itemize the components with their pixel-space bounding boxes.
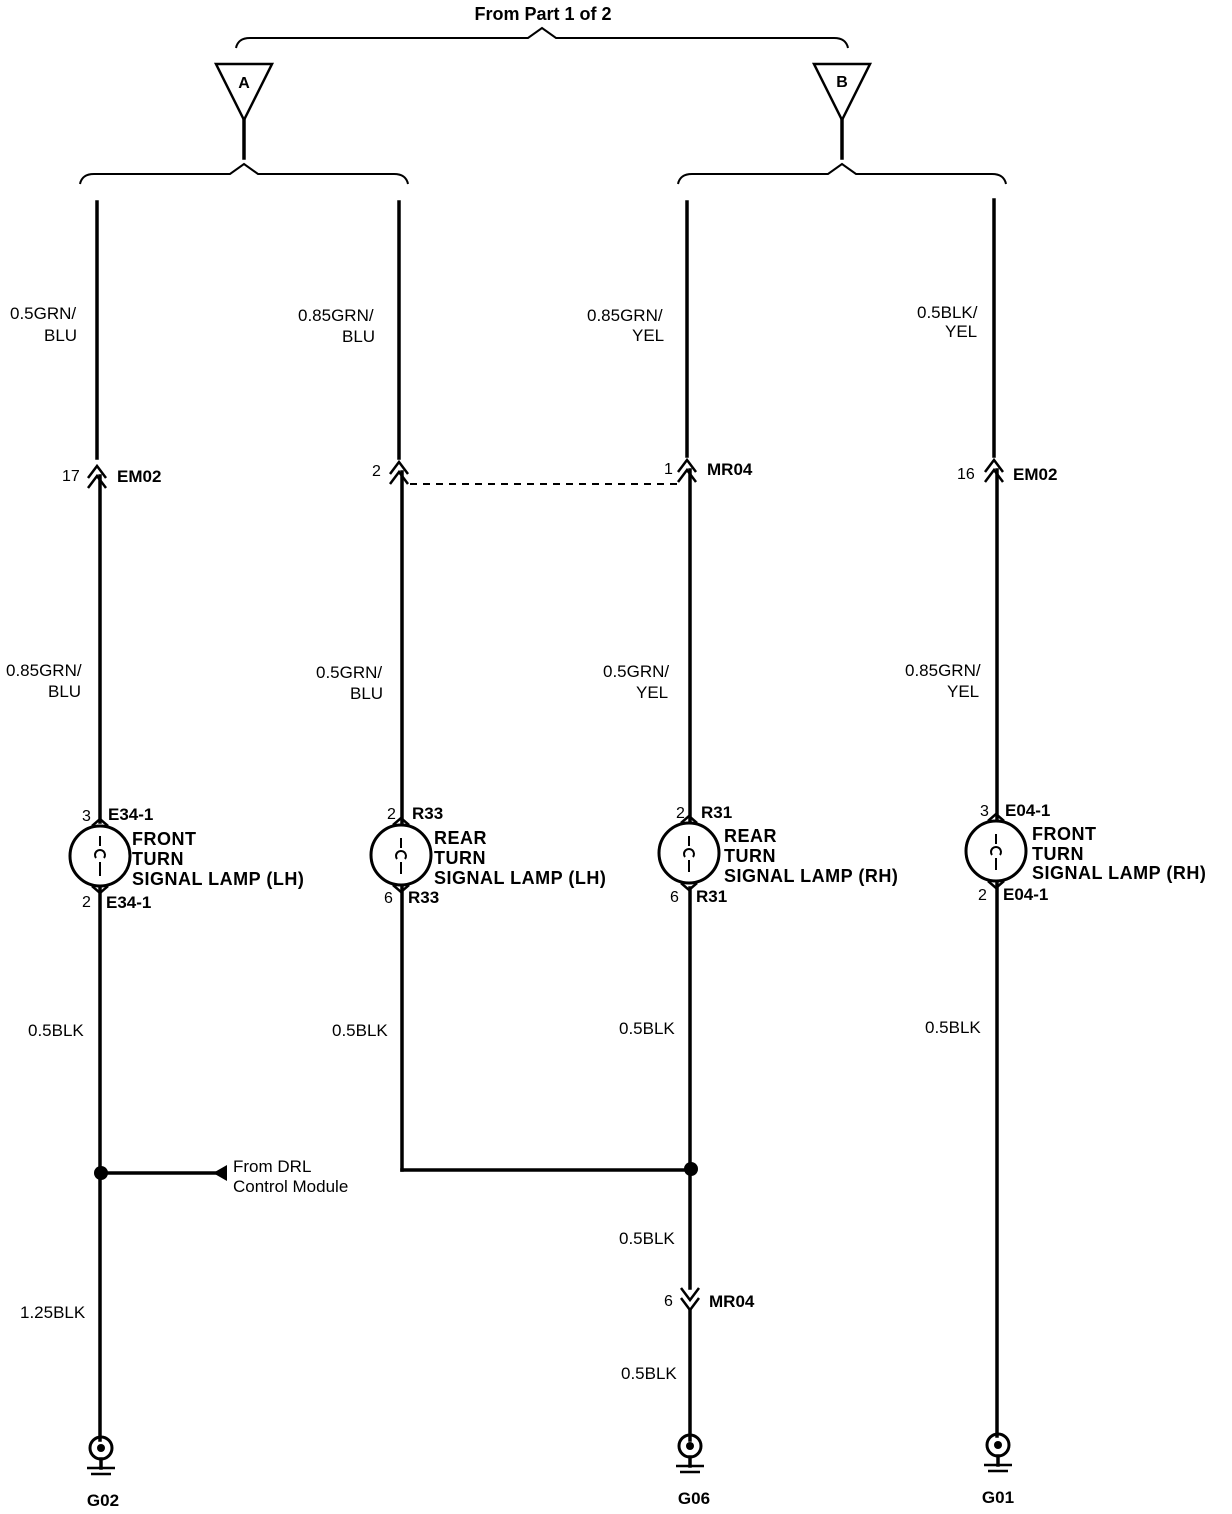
circuit-rear-lh [389,200,692,1172]
wire-label: 0.85GRN/ [587,306,663,325]
wire-label: BLU [48,682,81,701]
wire-label: 1.25BLK [20,1303,86,1322]
pin-number: 2 [978,887,987,904]
splice-point [684,1162,698,1176]
pin-number: 17 [62,468,80,485]
wire-label: 0.5BLK [925,1018,981,1037]
pin-number: 3 [82,808,91,825]
wire-label: 0.85GRN/ [905,661,981,680]
component-label: FRONT [132,829,197,849]
bulb-icon [369,816,433,894]
pin-number: 6 [664,1293,673,1310]
wire-label: 0.5BLK/ [917,303,978,322]
bulb-icon [68,817,132,895]
bulb-icon [657,814,721,892]
pin-number: 16 [957,466,975,483]
arrow-icon [213,1165,227,1181]
circuit-front-rh [984,198,1004,1438]
component-label: TURN [724,846,776,866]
brace-a [79,162,409,185]
connector-label: EM02 [117,467,161,486]
wire-label: YEL [636,683,668,702]
component-label: TURN [434,848,486,868]
wire-label: 0.5GRN/ [316,663,382,682]
terminal-a: A [213,62,275,160]
connector-label: R31 [701,803,732,822]
diagram-title: From Part 1 of 2 [474,4,611,24]
wire-label: 0.85GRN/ [6,661,82,680]
connector-label: R33 [412,804,443,823]
connector-label: MR04 [709,1292,755,1311]
ground-icon [676,1433,704,1474]
wire-label: 0.5BLK [621,1364,677,1383]
connector-label: R31 [696,887,727,906]
connector-label: E04-1 [1003,885,1048,904]
ground-icon [984,1432,1012,1473]
connector-label: EM02 [1013,465,1057,484]
connector-label: E34-1 [108,805,153,824]
connector-label: R33 [408,888,439,907]
ground-label: G06 [678,1489,710,1508]
component-label: FRONT [1032,824,1097,844]
wire-label: YEL [632,326,664,345]
wire-label: BLU [350,684,383,703]
wire-label: BLU [342,327,375,346]
wire-label: 0.5BLK [619,1019,675,1038]
pin-number: 6 [384,890,393,907]
component-label: TURN [132,849,184,869]
wire-label: YEL [945,322,977,341]
wire-label: 0.5GRN/ [10,304,76,323]
wire-label: 0.5GRN/ [603,662,669,681]
wire-label: YEL [947,682,979,701]
bulb-icon [964,812,1028,890]
ground-label: G02 [87,1491,119,1510]
pin-number: 3 [980,803,989,820]
pin-number: 2 [676,805,685,822]
drl-label: From DRL [233,1157,311,1176]
wire-label: 0.5BLK [619,1229,675,1248]
ground-icon [87,1435,115,1476]
connector-label: E34-1 [106,893,151,912]
component-label: REAR [434,828,487,848]
top-brace [235,26,849,49]
wire-label: 0.5BLK [332,1021,388,1040]
brace-b [677,162,1007,185]
component-label: TURN [1032,844,1084,864]
wire-label: 0.5BLK [28,1021,84,1040]
component-label: SIGNAL LAMP (LH) [434,868,606,888]
pin-number: 1 [664,461,673,478]
wire-label: 0.85GRN/ [298,306,374,325]
terminal-a-label: A [238,75,250,92]
pin-number: 2 [387,806,396,823]
component-label: REAR [724,826,777,846]
ground-label: G01 [982,1488,1014,1507]
pin-number: 2 [82,894,91,911]
pin-number: 2 [372,463,381,480]
terminal-b: B [811,62,873,160]
component-label: SIGNAL LAMP (RH) [1032,863,1206,883]
component-label: SIGNAL LAMP (RH) [724,866,898,886]
component-label: SIGNAL LAMP (LH) [132,869,304,889]
circuit-front-lh [87,200,107,1442]
drl-label: Control Module [233,1177,348,1196]
wire-label: BLU [44,326,77,345]
pin-number: 6 [670,889,679,906]
terminal-b-label: B [836,74,848,91]
circuit-rear-rh [677,200,700,1442]
connector-label: MR04 [707,460,753,479]
connector-label: E04-1 [1005,801,1050,820]
